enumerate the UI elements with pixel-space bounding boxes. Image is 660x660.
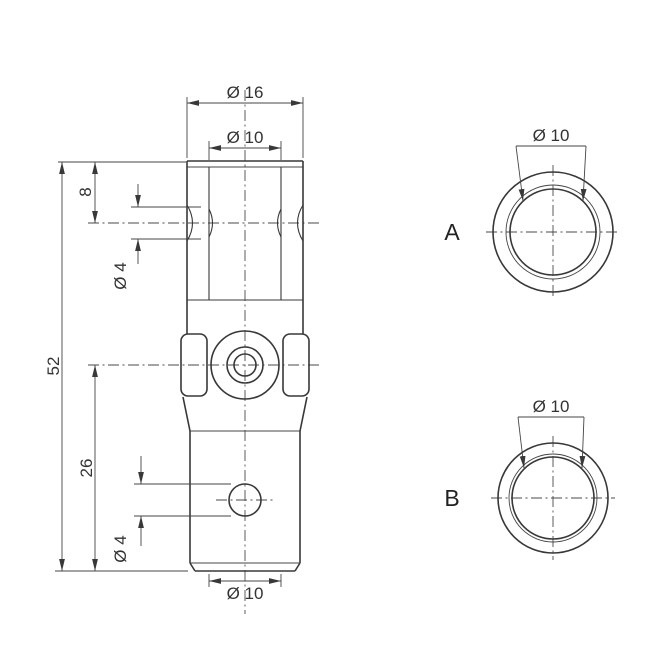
view-b-label: B: [444, 485, 459, 511]
dim-bore-a: Ø 10: [515, 126, 587, 202]
outer-circle: [492, 171, 614, 293]
upper-tube: [186, 160, 304, 334]
outer-circle: [497, 442, 609, 554]
dim-cross-hole-top: Ø 4: [111, 184, 201, 290]
chamfer-circle: [508, 453, 598, 543]
dim-pivot-to-bottom: 26: [77, 365, 98, 571]
bore-circle: [509, 188, 597, 276]
dim-cross-hole-bottom: Ø 4: [111, 456, 231, 563]
yoke: [180, 330, 310, 432]
dim-bore-top: Ø 10: [208, 128, 282, 160]
dim-bore-bottom: Ø 10: [208, 574, 282, 603]
yoke-transition-right: [299, 396, 308, 432]
chamfer-circle: [505, 184, 601, 280]
dim-hole-offset-label: 8: [76, 187, 95, 196]
view-a-label: A: [444, 219, 460, 245]
lower-tube: [189, 430, 301, 572]
pivot-outer: [226, 346, 264, 384]
dim-bore-b-label: Ø 10: [533, 397, 570, 416]
yoke-ear-right: [282, 333, 310, 397]
cross-hole-arc-outer-left: [186, 204, 194, 242]
dim-hole-offset: 8: [58, 161, 186, 223]
cross-hole-arc-outer-right: [296, 204, 304, 242]
cross-hole-arc-inner-right: [276, 208, 282, 238]
dim-pivot-to-bottom-label: 26: [77, 459, 96, 478]
dim-bore-a-label: Ø 10: [533, 126, 570, 145]
dimension-leg: [580, 145, 587, 202]
yoke-transition-left: [182, 396, 191, 432]
dimension-leg: [517, 416, 526, 469]
bottom-chamfer-left: [189, 562, 196, 572]
detail-view-b: Ø 10 B: [444, 397, 615, 560]
dimension-leg: [515, 145, 525, 202]
lower-cross-hole: [228, 483, 262, 517]
main-view: Ø 16 Ø 10 8 Ø 4 52: [44, 83, 322, 614]
dim-overall-length: 52: [44, 162, 188, 572]
dim-outer-top-label: Ø 16: [227, 83, 264, 102]
pivot-inner: [233, 353, 257, 377]
dim-bore-bottom-label: Ø 10: [227, 584, 264, 603]
dim-overall-length-label: 52: [44, 357, 63, 376]
dim-outer-top: Ø 16: [186, 83, 304, 158]
dim-cross-hole-bottom-label: Ø 4: [111, 535, 130, 562]
dim-bore-b: Ø 10: [517, 397, 586, 469]
bore-circle: [511, 456, 595, 540]
yoke-eye: [210, 330, 280, 400]
yoke-ear-left: [180, 333, 208, 397]
bottom-chamfer-right: [294, 562, 301, 572]
dim-cross-hole-top-label: Ø 4: [111, 262, 130, 289]
cross-hole-arc-inner-left: [208, 208, 214, 238]
dim-bore-top-label: Ø 10: [227, 128, 264, 147]
detail-view-a: Ø 10 A: [444, 126, 620, 299]
dimension-leg: [579, 416, 586, 469]
